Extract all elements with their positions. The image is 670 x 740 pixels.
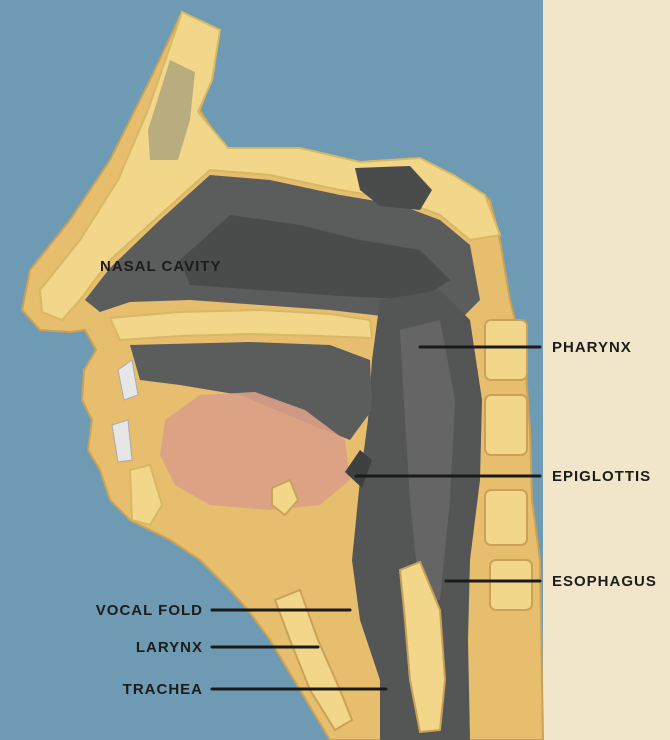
trachea-label: TRACHEA xyxy=(123,681,203,698)
nasal-cavity-label: NASAL CAVITY xyxy=(100,258,221,275)
esophagus-label: ESOPHAGUS xyxy=(552,573,657,590)
larynx-label: LARYNX xyxy=(136,639,203,656)
pharynx-label: PHARYNX xyxy=(552,339,632,356)
vocal-fold-label: VOCAL FOLD xyxy=(96,602,203,619)
page-margin xyxy=(543,0,670,740)
epiglottis-label: EPIGLOTTIS xyxy=(552,468,651,485)
